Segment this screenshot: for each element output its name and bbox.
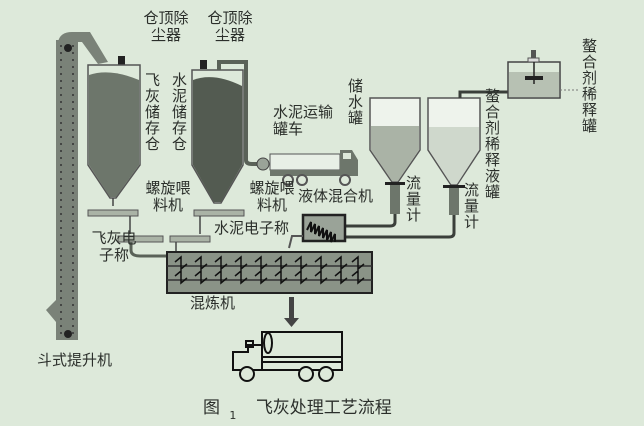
- flowmeter-label-2: 流量计: [462, 182, 480, 230]
- dust-collector-label-1: 仓顶除尘器: [143, 9, 189, 44]
- fly-ash-silo: [87, 56, 141, 206]
- discharge-arrow: [284, 297, 299, 327]
- liquid-mixer-label: 液体混合机: [298, 187, 374, 205]
- dilute-pipe: [345, 215, 456, 239]
- flowmeter-label-1: 流量计: [404, 175, 422, 223]
- cement-silo-label: 水泥储存仓: [170, 72, 188, 152]
- output-truck: [232, 331, 343, 382]
- figure-caption: 图 1 飞灰处理工艺流程: [203, 398, 392, 423]
- chelating-dilute-tank-label: 螯合剂稀释液罐: [483, 88, 501, 200]
- chelating-dilute-tank: [427, 90, 508, 215]
- water-tank: [369, 97, 421, 214]
- cement-scale-label: 水泥电子称: [214, 219, 290, 237]
- chelating-dilution-tank: [507, 50, 578, 99]
- bucket-elevator-label: 斗式提升机: [37, 351, 113, 369]
- cement-silo: [191, 60, 270, 204]
- water-pipe: [345, 214, 397, 228]
- bucket-elevator: [46, 32, 108, 340]
- water-tank-label: 储水罐: [346, 78, 364, 126]
- screw-feeders: [87, 209, 245, 258]
- chelating-dilution-tank-label: 螯合剂稀释罐: [580, 38, 598, 134]
- dust-collector-label-2: 仓顶除尘器: [207, 9, 253, 44]
- cement-tanker-truck: [269, 150, 358, 186]
- cement-tanker-label: 水泥运输罐车: [273, 103, 334, 138]
- screw-feeder-label-2: 螺旋喂料机: [249, 179, 295, 214]
- caption-prefix: 图: [203, 398, 220, 418]
- fly-ash-silo-label: 飞灰储存仓: [143, 72, 161, 152]
- caption-number: 1: [229, 409, 237, 422]
- fly-ash-scale-label: 飞灰电子称: [91, 229, 137, 264]
- screw-feeder-label-1: 螺旋喂料机: [145, 179, 191, 214]
- liquid-mixer: [288, 213, 347, 249]
- kneader: [166, 251, 373, 294]
- kneader-label: 混炼机: [190, 294, 236, 312]
- caption-title: 飞灰处理工艺流程: [255, 398, 392, 418]
